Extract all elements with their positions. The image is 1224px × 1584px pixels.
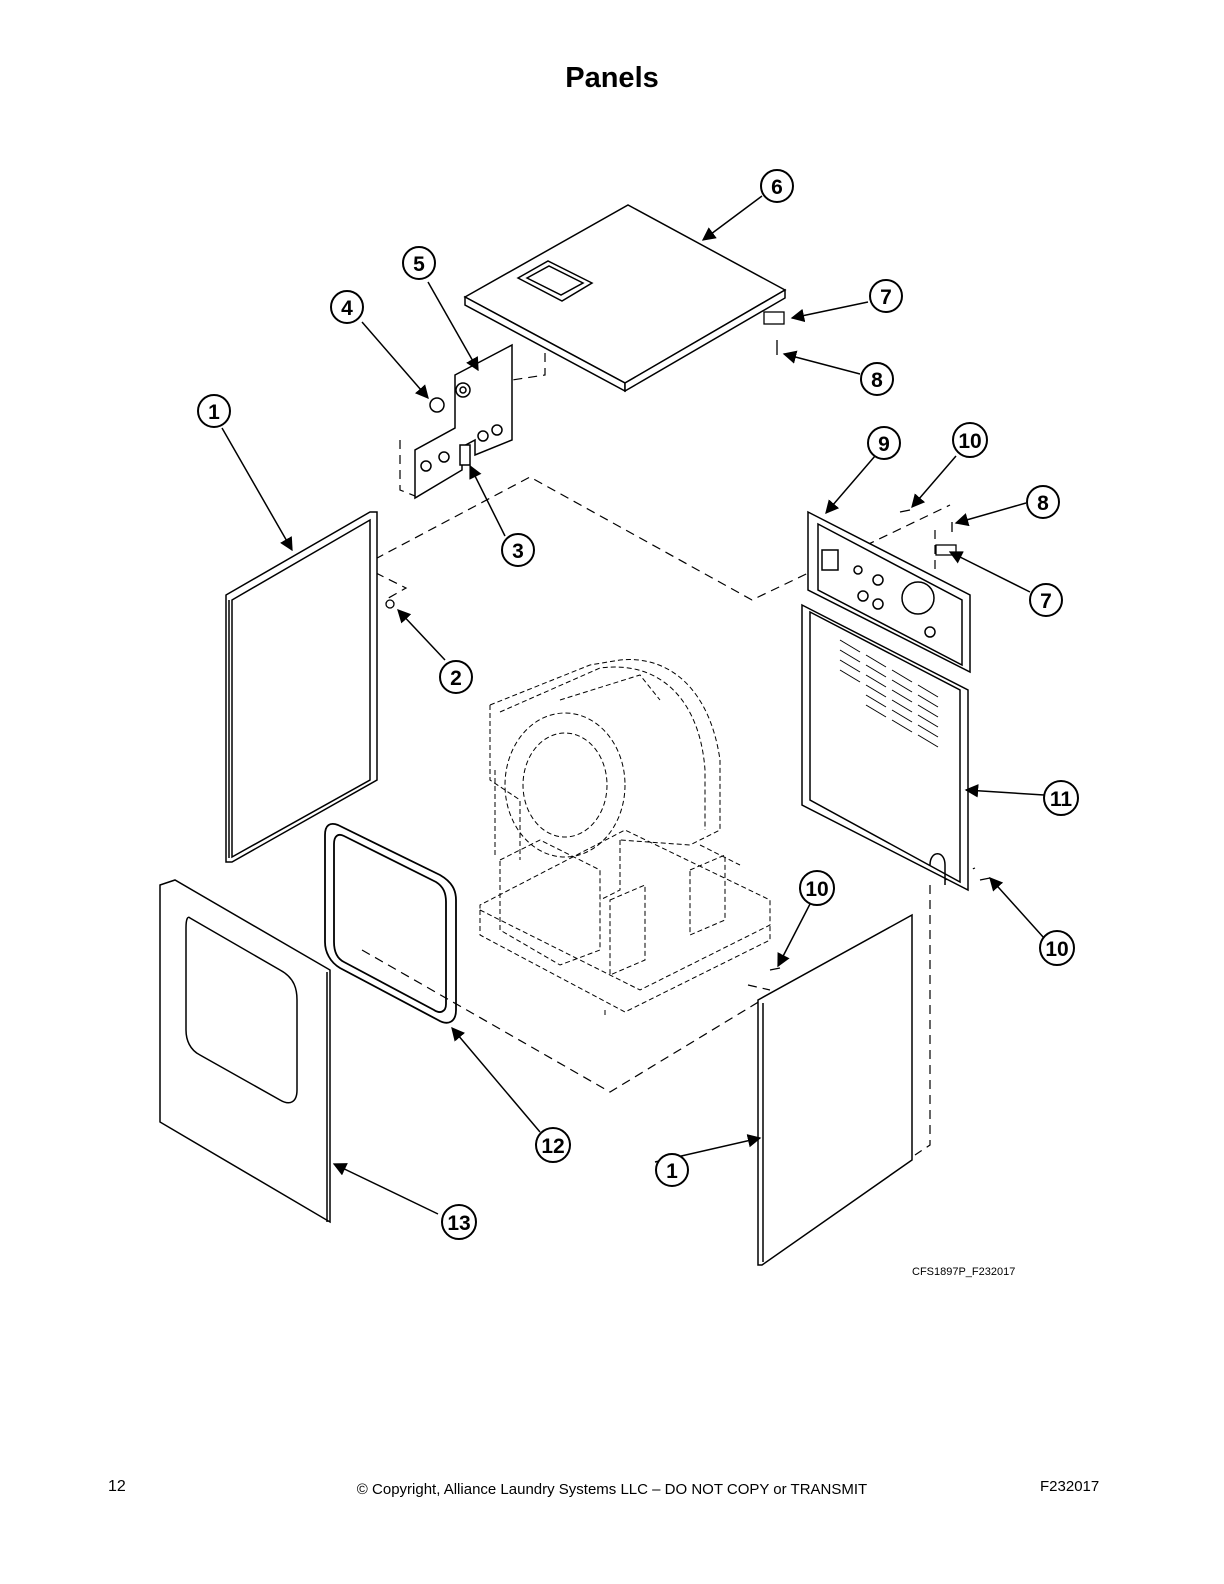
document-code: F232017 [1040,1478,1100,1495]
callout-label: 7 [880,286,892,309]
control-bracket [414,343,513,500]
rear-upper-panel [807,510,971,674]
machine-outline [361,338,976,1156]
callout-label: 1 [666,1160,678,1183]
callout-label: 7 [1040,590,1052,613]
callout-bubble: 8 [860,362,894,396]
callout-bubble: 2 [439,660,473,694]
callout-label: 12 [541,1135,564,1158]
callout-bubble: 10 [952,422,988,458]
page-title: Panels [565,62,659,94]
rear-lower-panel [801,603,969,892]
leader-lines [221,195,1045,1215]
front-panel [159,879,331,1224]
callout-label: 10 [1045,938,1068,961]
callout-bubble: 4 [330,290,364,324]
callout-label: 10 [958,430,981,453]
callout-bubble: 13 [441,1204,477,1240]
callout-bubble: 9 [867,426,901,460]
top-panel [463,204,787,393]
callout-bubble: 3 [501,533,535,567]
callout-bubble: 8 [1026,485,1060,519]
callout-bubble: 10 [1039,930,1075,966]
callout-label: 10 [805,878,828,901]
callout-label: 11 [1050,788,1073,811]
side-panel-left [225,511,378,863]
callout-label: 8 [871,369,883,392]
door-gasket [324,822,457,1024]
callout-bubble: 12 [535,1127,571,1163]
callout-bubble: 5 [402,246,436,280]
callout-bubble: 1 [197,394,231,428]
callout-label: 3 [512,540,524,563]
callout-bubble: 7 [1029,583,1063,617]
callout-bubble: 6 [760,169,794,203]
callouts: 1 2 3 4 5 6 7 [197,169,1079,1240]
side-panel-right [757,913,913,1266]
drawing-id: CFS1897P_F232017 [912,1266,1016,1278]
blower-assembly [479,659,771,1018]
hardware [385,311,991,971]
callout-label: 6 [771,176,783,199]
callout-label: 1 [208,401,220,424]
callout-bubble: 11 [1043,780,1079,816]
page-number: 12 [108,1478,126,1495]
callout-label: 2 [450,667,462,690]
callout-label: 5 [413,253,425,276]
callout-bubble: 10 [799,870,835,906]
callout-bubble: 7 [869,279,903,313]
callout-label: 9 [878,433,890,456]
callout-label: 4 [341,297,353,320]
callout-label: 8 [1037,492,1049,515]
callout-label: 13 [447,1212,470,1235]
callout-bubble: 1 [655,1153,689,1187]
copyright-notice: © Copyright, Alliance Laundry Systems LL… [356,1481,868,1498]
